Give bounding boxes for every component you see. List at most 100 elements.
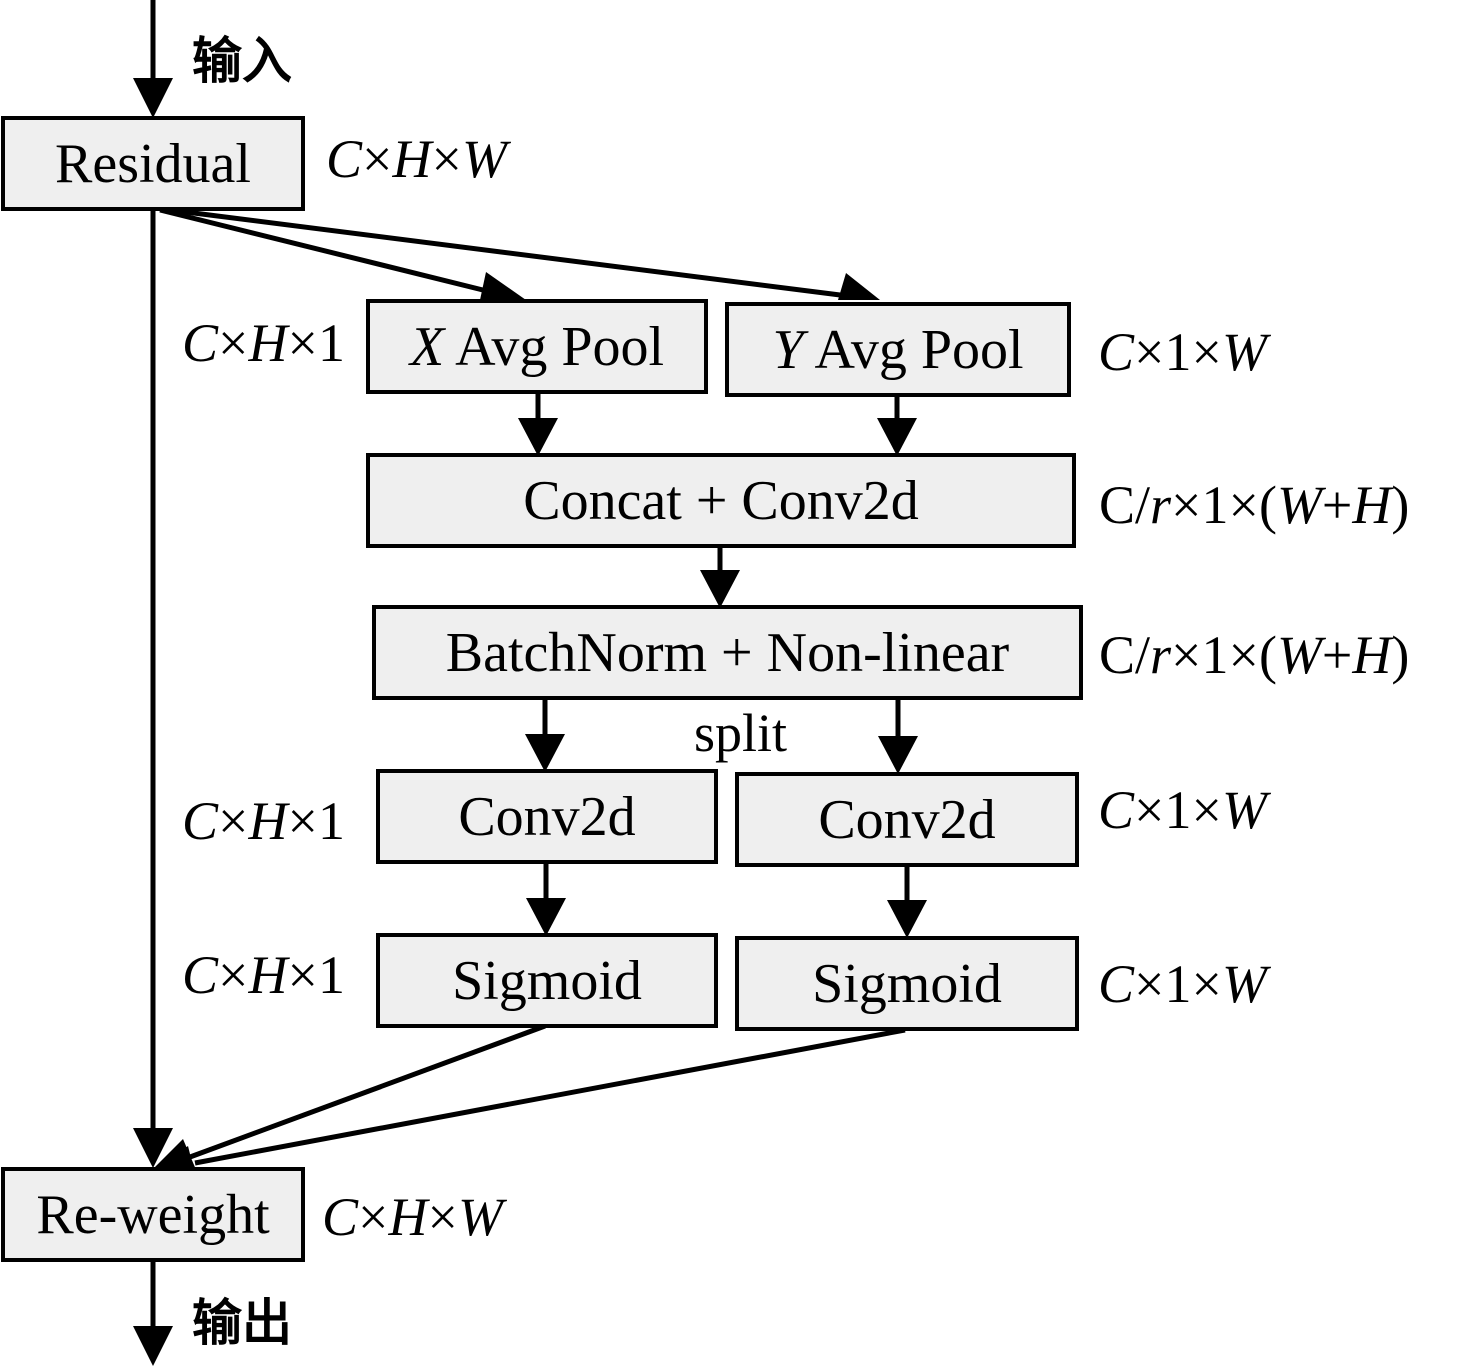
dim-h: H: [392, 129, 432, 189]
dim-c: C: [1098, 954, 1135, 1014]
x-avg-pool-box: X Avg Pool: [366, 299, 708, 394]
arrowhead-ypool: [838, 273, 880, 300]
dim-h: H: [248, 945, 288, 1005]
input-label: 输入: [192, 32, 292, 90]
dim-times: ×: [218, 945, 249, 1005]
dim-c: C: [182, 791, 219, 851]
dim-mid: ×1×: [1134, 322, 1222, 382]
dim-end: ): [1391, 475, 1410, 535]
split-label: split: [694, 703, 788, 763]
dim-c: C: [1098, 322, 1135, 382]
x-avg-pool-label: X Avg Pool: [410, 315, 664, 379]
dim-c: C: [1098, 780, 1135, 840]
dim-h: H: [248, 313, 288, 373]
sigmoid-left-box: Sigmoid: [376, 933, 718, 1028]
arrowhead-input: [133, 78, 173, 118]
dim-end: ): [1391, 625, 1410, 685]
conv2d-right-box: Conv2d: [735, 772, 1079, 867]
dim-c: C: [182, 313, 219, 373]
y-avg-pool-label: Y Avg Pool: [772, 318, 1023, 382]
reweight-label: Re-weight: [36, 1183, 270, 1246]
batchnorm-nonlinear-label: BatchNorm + Non-linear: [445, 621, 1010, 684]
residual-box: Residual: [1, 116, 305, 211]
dim-w: W: [1276, 625, 1322, 685]
concat-conv2d-label: Concat + Conv2d: [523, 469, 919, 532]
arrowhead-concat-batchnorm: [700, 570, 740, 608]
dim-c: C/: [1099, 475, 1151, 535]
concat-conv2d-box: Concat + Conv2d: [366, 453, 1076, 548]
batchnorm-nonlinear-box: BatchNorm + Non-linear: [372, 605, 1083, 700]
arrowhead-xpool-concat: [518, 418, 558, 456]
x-axis-var: X: [409, 315, 445, 378]
y-avg-pool-box: Y Avg Pool: [725, 302, 1071, 397]
residual-label: Residual: [55, 132, 251, 195]
dim-c: C: [326, 129, 363, 189]
dim-times: ×: [362, 129, 393, 189]
sigmoid-right-label: Sigmoid: [812, 952, 1002, 1015]
dim-rest: ×1: [287, 791, 345, 851]
dim-times: ×: [358, 1187, 389, 1247]
dim-times: ×: [427, 1187, 458, 1247]
reweight-box: Re-weight: [1, 1167, 305, 1262]
arrowhead-conv-left: [525, 734, 565, 772]
dim-c: C: [182, 945, 219, 1005]
arrowhead-conv-right: [878, 736, 918, 774]
dim-mid: ×1×: [1134, 780, 1222, 840]
dim-h: H: [1352, 475, 1392, 535]
dim-w: W: [1221, 780, 1267, 840]
residual-to-ypool-line: [169, 207, 849, 299]
dim-c: C: [322, 1187, 359, 1247]
dim-times: ×: [431, 129, 462, 189]
dim-w: W: [461, 129, 507, 189]
dim-sigmoid-left: C×H×1: [182, 948, 345, 1002]
arrowhead-output: [133, 1326, 173, 1366]
dim-w: W: [1221, 954, 1267, 1014]
dim-r: r: [1150, 475, 1172, 535]
sigmoid-left-label: Sigmoid: [452, 949, 642, 1012]
conv2d-left-box: Conv2d: [376, 769, 718, 864]
dim-rest: ×1: [287, 313, 345, 373]
dim-batchnorm: C/r×1×(W+H): [1099, 628, 1409, 682]
dim-c: C/: [1099, 625, 1151, 685]
dim-r: r: [1150, 625, 1172, 685]
dim-reweight: C×H×W: [322, 1190, 503, 1244]
dim-rest: ×1: [287, 945, 345, 1005]
output-label: 输出: [192, 1294, 292, 1352]
residual-to-xpool-line: [159, 207, 496, 296]
dim-mid: ×1×: [1134, 954, 1222, 1014]
dim-h: H: [1352, 625, 1392, 685]
dim-plus: +: [1321, 475, 1353, 535]
dim-w: W: [457, 1187, 503, 1247]
sigmoid-right-box: Sigmoid: [735, 936, 1079, 1031]
dim-mid: ×1×(: [1171, 625, 1277, 685]
dim-sigmoid-right: C×1×W: [1098, 957, 1267, 1011]
dim-conv-right: C×1×W: [1098, 783, 1267, 837]
arrowhead-xpool: [480, 272, 526, 300]
y-axis-var: Y: [772, 318, 804, 381]
arrowhead-residual-reweight: [133, 1128, 173, 1168]
dim-mid: ×1×(: [1171, 475, 1277, 535]
conv2d-right-label: Conv2d: [818, 788, 996, 851]
conv2d-left-label: Conv2d: [458, 785, 636, 848]
arrowhead-ypool-concat: [877, 418, 917, 456]
x-avg-pool-text: Avg Pool: [444, 315, 665, 378]
dim-w: W: [1276, 475, 1322, 535]
dim-plus: +: [1321, 625, 1353, 685]
dim-conv-left: C×H×1: [182, 794, 345, 848]
dim-y-pool: C×1×W: [1098, 325, 1267, 379]
dim-times: ×: [218, 313, 249, 373]
sigmoid-left-to-reweight-line: [189, 1023, 546, 1160]
dim-h: H: [388, 1187, 428, 1247]
arrowhead-sigmoid-left: [526, 898, 566, 936]
y-avg-pool-text: Avg Pool: [803, 318, 1024, 381]
dim-concat: C/r×1×(W+H): [1099, 478, 1409, 532]
dim-residual: C×H×W: [326, 132, 507, 186]
dim-h: H: [248, 791, 288, 851]
dim-w: W: [1221, 322, 1267, 382]
dim-x-pool: C×H×1: [182, 316, 345, 370]
arrowhead-sigmoid-right: [887, 900, 927, 938]
sigmoid-right-to-reweight-line: [194, 1027, 906, 1166]
dim-times: ×: [218, 791, 249, 851]
